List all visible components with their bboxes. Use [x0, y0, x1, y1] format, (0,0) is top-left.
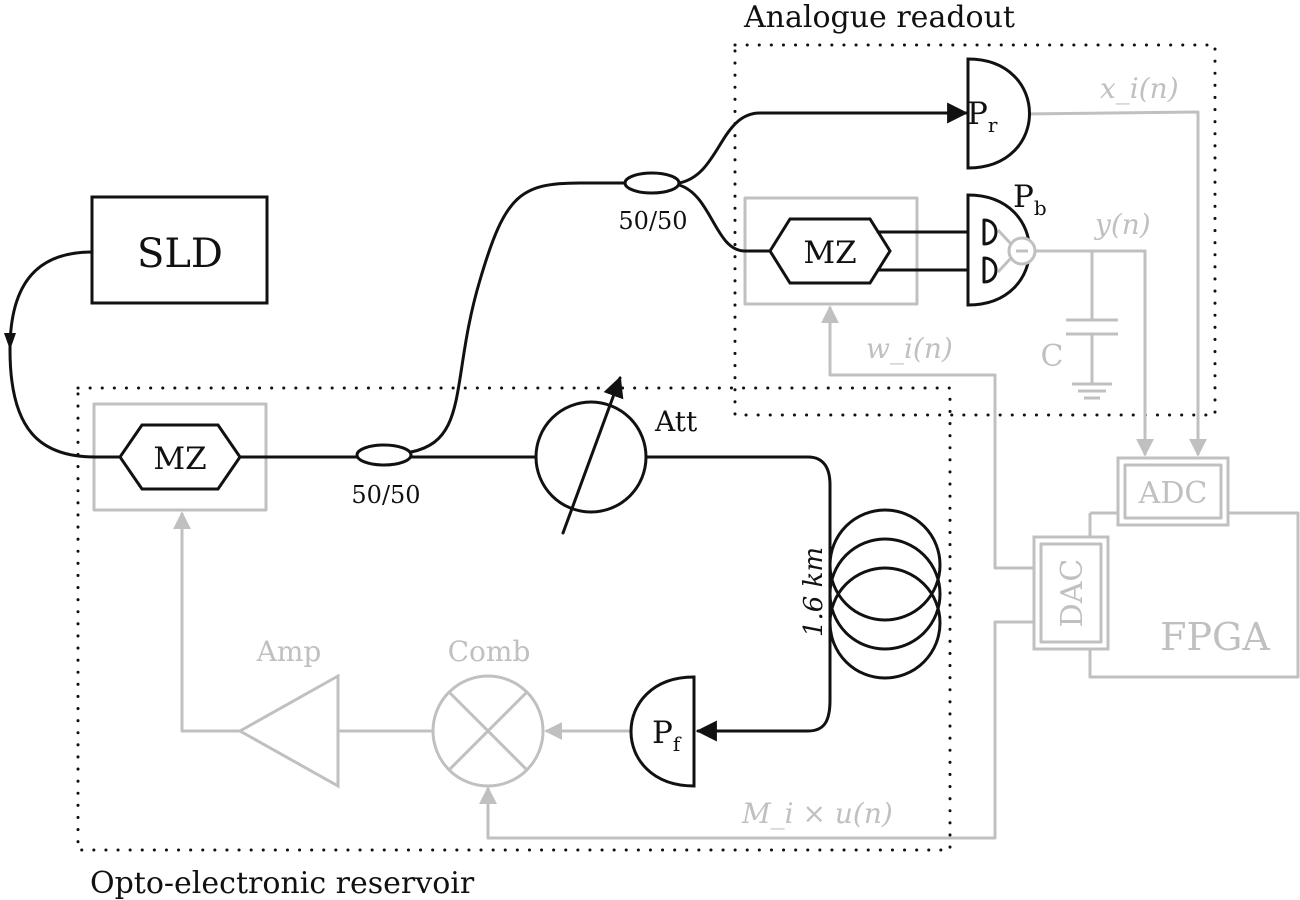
coupler-bottom: [355, 443, 413, 467]
amplifier-label: Amp: [256, 635, 322, 668]
sld-fiber-arrow: [4, 333, 16, 350]
reservoir-region-outline: [76, 386, 952, 852]
mz-readout-hexagon: [768, 217, 892, 285]
w-signal-label: w_i(n): [866, 332, 953, 365]
pf-label: Pf: [652, 715, 682, 756]
sld-box: [90, 195, 269, 305]
x-signal-label: x_i(n): [1100, 72, 1179, 105]
fiber-spool: [828, 508, 942, 680]
combiner-icon: [431, 674, 545, 788]
coupler-top: [623, 171, 681, 195]
coupler-to-pr-fiber: [677, 102, 969, 185]
pb-sub: b: [1034, 196, 1047, 220]
mu-signal-wire: [479, 620, 1038, 840]
mz-input-label: MZ: [153, 441, 206, 477]
fpga-label: FPGA: [1160, 615, 1270, 659]
capacitor: [1066, 251, 1118, 400]
coupler-to-mz-fiber: [677, 183, 772, 253]
reservoir-label: Opto-electronic reservoir: [90, 866, 475, 900]
y-signal-label: y(n): [1093, 208, 1151, 241]
photodiode-pb: [966, 193, 1037, 307]
analogue-readout-label: Analogue readout: [743, 0, 1015, 35]
readout-region-outline: [733, 43, 1217, 417]
mu-signal-label: M_i × u(n): [741, 797, 893, 830]
pb-base: P: [1013, 179, 1034, 215]
pf-base: P: [652, 715, 673, 751]
sld-label: SLD: [137, 231, 223, 277]
attenuator-icon: [534, 376, 648, 535]
pb-label: Pb: [1013, 179, 1047, 220]
adc-box: [1116, 456, 1230, 527]
y-signal-wire: [1036, 249, 1154, 457]
coupler-to-coupler-fiber: [409, 181, 626, 454]
coupler-top-label: 50/50: [618, 207, 687, 235]
pr-base: P: [967, 96, 988, 132]
dac-box: [1032, 535, 1110, 651]
photodiode-pf: [629, 675, 696, 788]
coupler-bottom-label: 50/50: [351, 481, 420, 509]
dac-label: DAC: [1055, 559, 1090, 628]
adc-box-inner: [1123, 463, 1223, 520]
dac-box-inner: [1039, 542, 1103, 644]
w-signal-wire: [821, 305, 1038, 570]
amp-to-mz-wire: [173, 511, 240, 733]
amplifier-triangle: [236, 673, 340, 789]
mz-readout-label: MZ: [803, 235, 856, 271]
fiber-length-label: 1.6 km: [799, 547, 829, 637]
attenuator-label: Att: [654, 405, 698, 438]
pr-sub: r: [988, 113, 998, 137]
sld-to-mz-fiber: [8, 250, 122, 459]
adc-label: ADC: [1138, 476, 1208, 511]
x-signal-wire: [1021, 110, 1207, 457]
photodiode-pr: [966, 57, 1031, 170]
capacitor-label: C: [1041, 339, 1064, 374]
pf-sub: f: [673, 732, 682, 756]
pr-label: Pr: [967, 96, 998, 137]
mz-to-pb-fibers: [876, 230, 986, 272]
combiner-label: Comb: [448, 635, 531, 668]
